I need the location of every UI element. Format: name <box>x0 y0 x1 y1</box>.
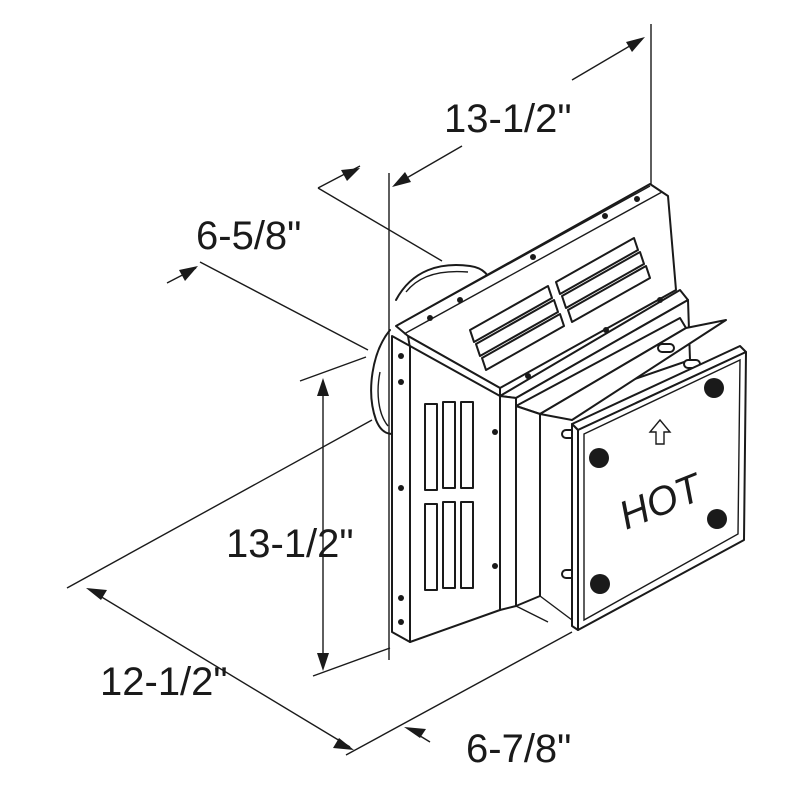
dimension-label-side-depth: 6-5/8" <box>196 214 301 258</box>
side-louvers <box>424 401 474 591</box>
dimension-width: 12-1/2" <box>66 419 573 756</box>
inner-box <box>515 317 727 623</box>
dimension-label-height: 13-1/2" <box>226 522 354 566</box>
up-arrow-icon <box>648 418 672 445</box>
dimension-label-width: 12-1/2" <box>100 660 228 704</box>
dimension-label-front-depth: 6-7/8" <box>466 727 571 771</box>
dimension-height: 13-1/2" <box>226 356 391 677</box>
dimension-front-depth: 6-7/8" <box>404 727 571 771</box>
dimension-side-depth: 6-5/8" <box>166 165 443 351</box>
dimension-top-depth: 13-1/2" <box>388 24 652 660</box>
dimension-label-top-depth: 13-1/2" <box>444 97 572 141</box>
front-faceplate: HOT <box>571 345 747 631</box>
top-louvers <box>469 237 651 371</box>
